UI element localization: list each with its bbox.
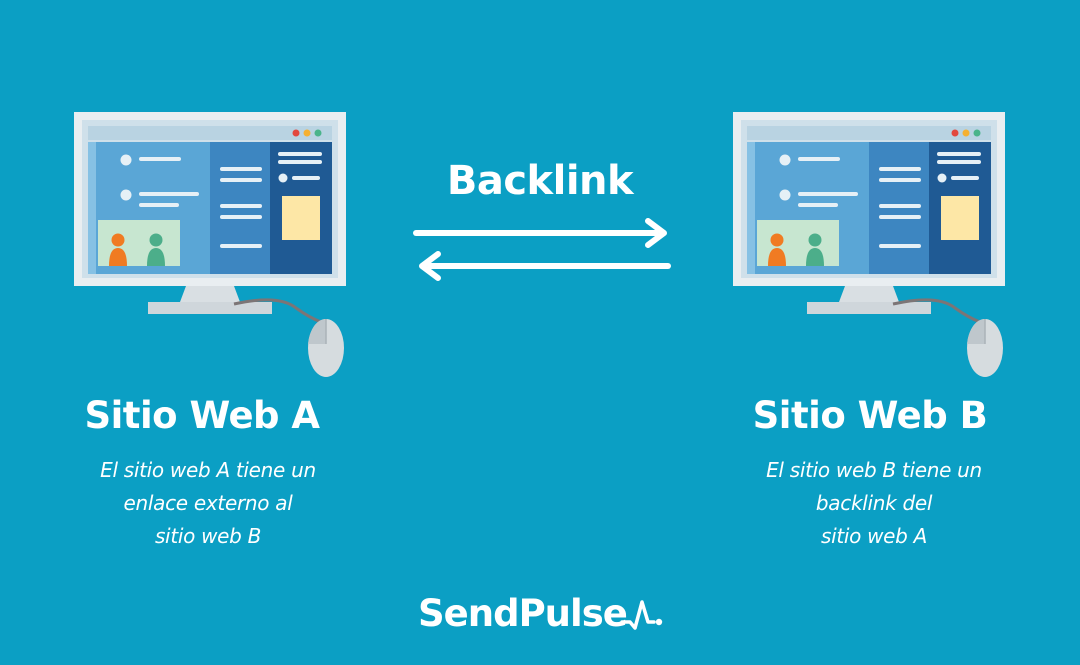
site-a-title: Sitio Web A [84, 394, 320, 437]
computer-a-icon [74, 112, 346, 377]
backlink-label: Backlink [446, 158, 634, 204]
site-a-desc-line: enlace externo al [123, 491, 293, 515]
site-b-title: Sitio Web B [752, 394, 988, 437]
backlink-arrows [413, 218, 671, 281]
site-b-description: El sitio web B tiene un backlink del sit… [704, 454, 1044, 553]
site-a-desc-line: sitio web B [154, 524, 262, 548]
arrow-left-icon [419, 251, 671, 281]
site-b-desc-line: El sitio web B tiene un [766, 458, 982, 482]
computer-b-icon [733, 112, 1005, 377]
site-b-desc-line: sitio web A [820, 524, 928, 548]
site-a-description: El sitio web A tiene un enlace externo a… [38, 454, 378, 553]
sendpulse-logo: SendPulse [418, 592, 678, 638]
arrow-right-icon [413, 218, 667, 248]
site-a-desc-line: El sitio web A tiene un [100, 458, 316, 482]
brand-name: SendPulse [418, 592, 628, 635]
pulse-icon [620, 600, 663, 630]
site-b-desc-line: backlink del [815, 491, 933, 515]
